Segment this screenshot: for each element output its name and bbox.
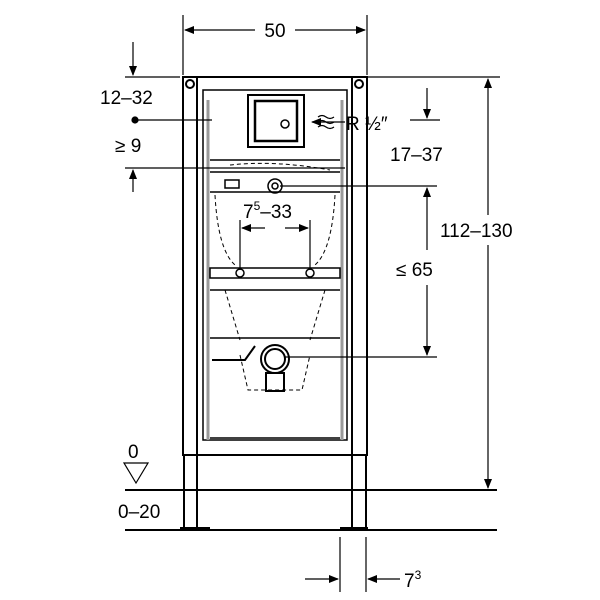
floor-range-label: 0–20 [118,502,160,523]
width-label: 50 [264,21,285,42]
drain-elbow [212,344,290,392]
min-9-label: ≥ 9 [115,136,141,157]
height-range-label: 112–130 [440,221,513,242]
spacing-dimension [239,220,311,270]
upper-offset-label: 12–32 [100,88,153,109]
water-inlet-arrow [311,114,345,130]
connection-label: R ½″ [346,114,388,135]
left-dimensions [125,42,345,192]
leg-dimension [305,537,400,592]
spacing-label: 75–33 [243,199,292,223]
range-17-37-label: 17–37 [390,145,443,166]
urinal-outline [214,162,336,391]
frame [180,76,368,529]
right-dimensions [280,76,500,489]
floor-lines [122,462,497,531]
max-65-label: ≤ 65 [396,260,433,281]
floor-zero-label: 0 [128,442,139,463]
leg-width-label: 73 [404,568,422,592]
width-dimension [182,15,368,75]
